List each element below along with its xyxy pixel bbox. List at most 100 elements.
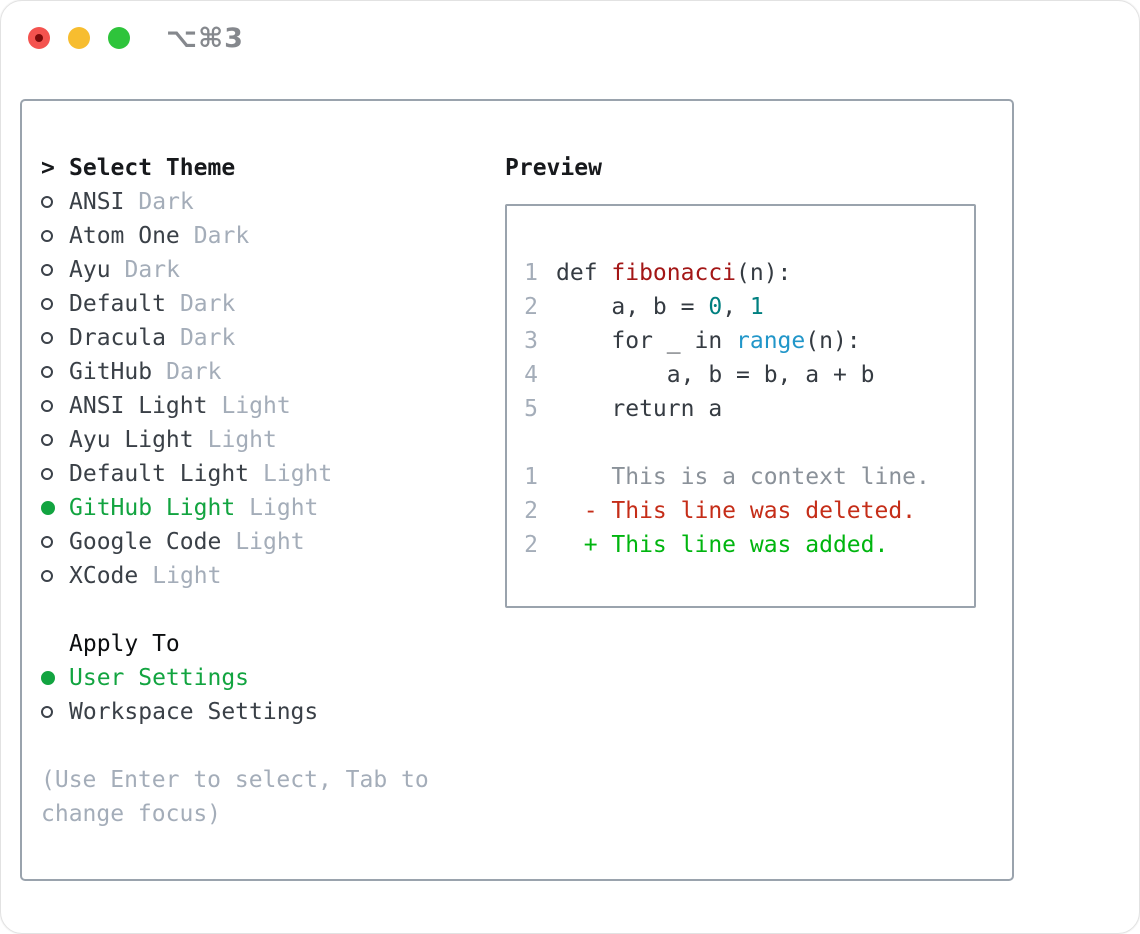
diff-text: This is a context line. [556,464,930,490]
theme-option[interactable]: Dracula Dark [41,321,471,355]
diff-text: - This line was deleted. [556,498,917,524]
radio-icon [41,434,69,446]
theme-option[interactable]: ANSI Dark [41,185,471,219]
apply-option[interactable]: Workspace Settings [41,695,471,729]
radio-dot [41,501,55,515]
select-theme-label: Select Theme [69,155,236,181]
radio-dot [41,230,53,242]
radio-dot [41,536,53,548]
theme-option-label: Default [69,291,166,317]
code-token: range [736,328,806,354]
radio-icon [41,536,69,548]
radio-dot [41,434,53,446]
radio-dot [41,706,53,718]
radio-icon [41,366,69,378]
radio-dot [41,671,55,685]
theme-option-tag: Dark [138,189,194,215]
theme-option-tag: Light [235,529,305,555]
radio-dot [41,570,53,582]
radio-selected-icon [41,671,69,685]
line-number: 5 [524,396,538,422]
zoom-button[interactable] [108,27,130,49]
theme-option-label: Default Light [69,461,250,487]
radio-icon [41,706,69,718]
code-token: (n): [736,260,792,286]
radio-icon [41,468,69,480]
titlebar: ⌥⌘3 [1,1,1139,75]
theme-option-tag: Light [152,563,222,589]
code-token: a, b = b, a + b [556,362,875,388]
radio-dot [41,400,53,412]
theme-option-tag: Dark [179,325,236,351]
diff-text: + This line was added. [556,532,889,558]
code-token: a, b = [556,294,709,320]
theme-option-tag: Dark [124,257,180,283]
radio-dot [41,298,53,310]
theme-option[interactable]: Default Light Light [41,457,471,491]
theme-option-label: XCode [69,563,139,589]
diff-line: 2 + This line was added. [524,528,974,562]
line-number: 2 [524,294,538,320]
radio-dot [41,264,53,276]
radio-icon [41,230,69,242]
theme-option[interactable]: XCode Light [41,559,471,593]
select-theme-header: > Select Theme [41,151,471,185]
close-button[interactable] [28,27,50,49]
radio-dot [41,332,53,344]
line-number: 1 [524,260,538,286]
code-line: 5 return a [524,392,974,426]
theme-option[interactable]: Google Code Light [41,525,471,559]
radio-icon [41,298,69,310]
radio-selected-icon [41,501,69,515]
spacer [41,729,471,763]
theme-option-label: Ayu [69,257,111,283]
radio-icon [41,570,69,582]
theme-option-label: ANSI [69,189,125,215]
apply-option-label: Workspace Settings [69,699,319,725]
apply-option[interactable]: User Settings [41,661,471,695]
theme-option-tag: Light [263,461,333,487]
theme-option-tag: Light [207,427,277,453]
code-token: 0 [708,294,723,320]
theme-option-label: Dracula [69,325,166,351]
line-number: 4 [524,362,538,388]
code-token: fibonacci [611,260,737,286]
minimize-button[interactable] [68,27,90,49]
radio-dot [41,196,53,208]
radio-icon [41,332,69,344]
theme-option-tag: Dark [193,223,250,249]
theme-option-label: Google Code [69,529,222,555]
line-number: 2 [524,532,538,558]
code-token: (n): [805,328,861,354]
radio-icon [41,264,69,276]
apply-option-label: User Settings [69,665,250,691]
apply-to-header: Apply To [41,627,471,661]
diff-line: 2 - This line was deleted. [524,494,974,528]
diff-block: 1 This is a context line.2 - This line w… [524,460,974,562]
theme-option-tag: Dark [166,359,222,385]
theme-option-label: ANSI Light [69,393,208,419]
radio-icon [41,196,69,208]
theme-option[interactable]: Atom One Dark [41,219,471,253]
theme-option-label: Atom One [69,223,180,249]
code-token: 1 [749,294,764,320]
code-token: return a [556,396,723,422]
line-number: 2 [524,498,538,524]
radio-icon [41,400,69,412]
code-token: def [556,260,612,286]
theme-option-label: GitHub [69,359,153,385]
close-button-dot [35,34,43,42]
apply-to-label: Apply To [69,631,180,657]
theme-option[interactable]: Ayu Dark [41,253,471,287]
theme-option[interactable]: GitHub Dark [41,355,471,389]
